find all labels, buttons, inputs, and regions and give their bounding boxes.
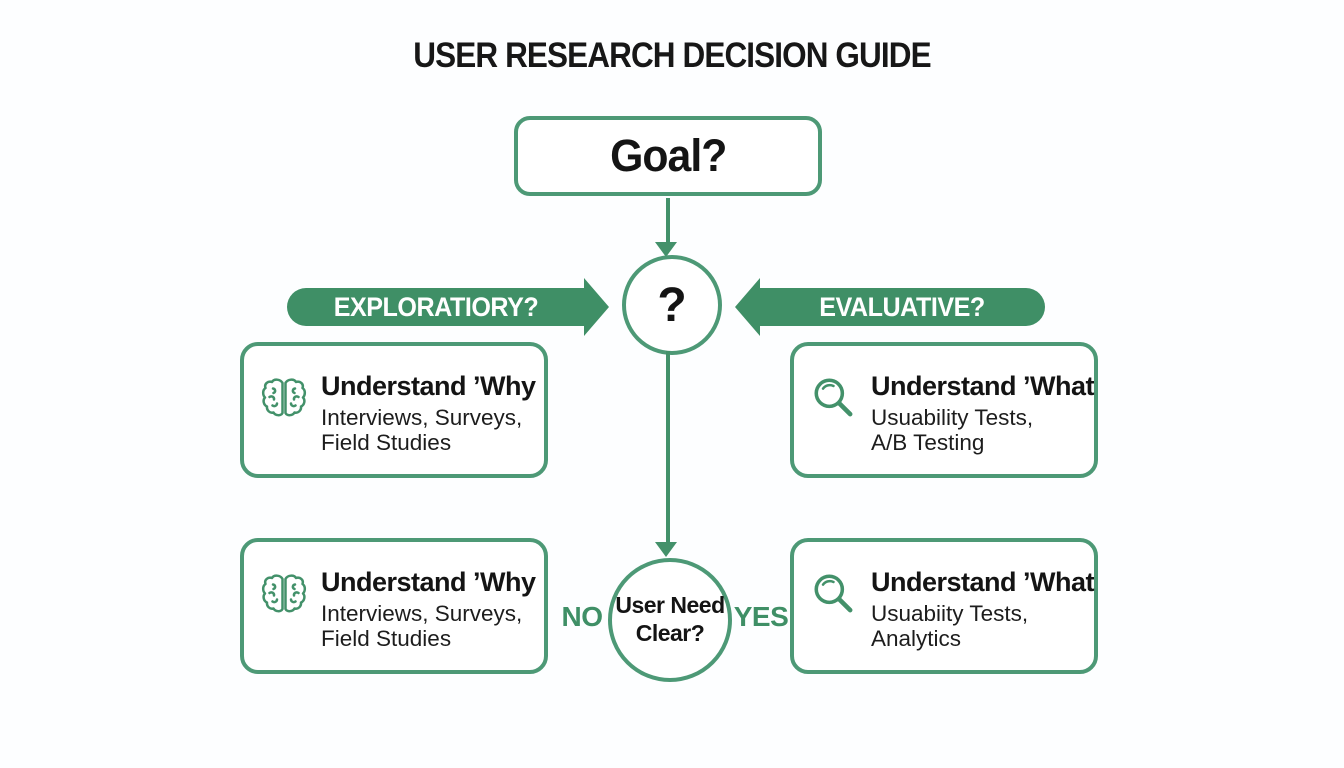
card-evaluative-what-top: Understand ’What Usuability Tests, A/B T… (790, 342, 1098, 478)
page-title: USER RESEARCH DECISION GUIDE (413, 36, 931, 75)
card-exploratory-why-top: Understand ’Why Interviews, Surveys, Fie… (240, 342, 548, 478)
magnifier-icon (810, 570, 858, 618)
card-line: Interviews, Surveys, (321, 405, 523, 430)
brain-icon (260, 374, 308, 422)
yes-branch-label: YES (733, 601, 789, 632)
evaluative-arrow: EVALUATIVE? (759, 288, 1045, 326)
card-line: Field Studies (321, 626, 452, 652)
card-line: Usuability Tests, (871, 405, 1034, 430)
card-text: Understand ’Why Interviews, Surveys, Fie… (321, 567, 536, 652)
brain-icon (260, 570, 308, 618)
goal-node: Goal? (514, 116, 822, 196)
arrowhead-left-icon (735, 278, 760, 336)
arrowhead-down-icon (655, 242, 677, 257)
arrowhead-right-icon (584, 278, 609, 336)
arrowhead-down-icon (655, 542, 677, 557)
card-exploratory-why-bottom: Understand ’Why Interviews, Surveys, Fie… (240, 538, 548, 674)
goal-label: Goal? (609, 130, 727, 181)
card-text: Understand ’Why Interviews, Surveys, Fie… (321, 371, 536, 456)
no-branch-label: NO (561, 601, 604, 632)
evaluative-arrow-label: EVALUATIVE? (819, 291, 985, 322)
exploratory-arrow-label: EXPLORATIORY? (333, 291, 539, 322)
exploratory-arrow: EXPLORATIORY? (287, 288, 585, 326)
card-title: Understand ’Why (321, 567, 536, 597)
user-need-line2: Clear? (635, 620, 705, 646)
question-mark-label: ? (657, 278, 687, 332)
card-text: Understand ’What Usuabiity Tests, Analyt… (871, 567, 1095, 652)
card-title: Understand ’What (871, 371, 1095, 401)
user-need-line1: User Need (615, 592, 725, 619)
card-title: Understand ’Why (321, 371, 536, 401)
card-line: A/B Testing (871, 430, 985, 456)
question-to-userneed-connector (666, 351, 670, 545)
magnifier-icon (810, 374, 858, 422)
card-line: Usuabiity Tests, (871, 601, 1029, 626)
user-need-node: User Need Clear? (608, 558, 732, 682)
card-line: Interviews, Surveys, (321, 601, 523, 626)
goal-to-question-connector (666, 198, 670, 244)
question-node: ? (622, 255, 722, 355)
card-line: Field Studies (321, 430, 452, 456)
card-line: Analytics (871, 626, 962, 652)
card-evaluative-what-bottom: Understand ’What Usuabiity Tests, Analyt… (790, 538, 1098, 674)
card-text: Understand ’What Usuability Tests, A/B T… (871, 371, 1095, 456)
card-title: Understand ’What (871, 567, 1095, 597)
